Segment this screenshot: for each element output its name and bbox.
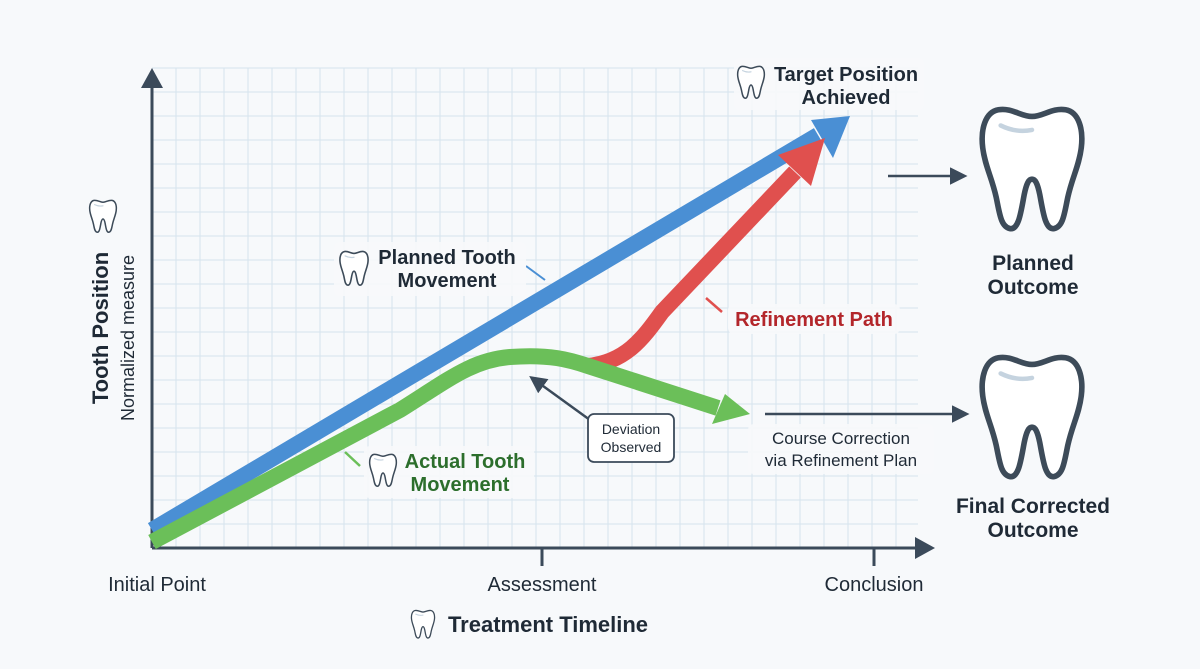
target-label-line-2: Achieved <box>802 87 891 109</box>
correction-label-bg <box>748 424 934 474</box>
tooth-icon <box>410 609 436 639</box>
actual-leader-line <box>344 451 361 467</box>
final-outcome-tooth-icon <box>982 357 1082 476</box>
x-tick-initial-point: Initial Point <box>108 574 206 596</box>
target-label-bg <box>734 58 924 110</box>
y-axis-subtitle: Normalized measure <box>118 255 138 421</box>
final-outcome-line-1: Final Corrected <box>956 495 1110 518</box>
refinement-leader-line <box>705 297 723 313</box>
actual-label-line-2: Movement <box>411 474 510 496</box>
planned-leader-line <box>525 265 546 281</box>
correction-label-line-2: via Refinement Plan <box>765 451 917 470</box>
target-label-line-1: Target Position <box>774 64 918 86</box>
x-axis-title: Treatment Timeline <box>448 612 648 637</box>
refinement-label: Refinement Path <box>735 309 893 331</box>
deviation-text-1: Deviation <box>602 421 660 437</box>
x-axis <box>152 537 935 566</box>
final-outcome-line-2: Outcome <box>987 519 1078 542</box>
tooth-icon <box>88 199 118 234</box>
deviation-pointer-arrow <box>529 375 591 422</box>
y-axis-title: Tooth Position <box>88 252 113 404</box>
x-tick-assessment: Assessment <box>488 574 597 596</box>
actual-path <box>148 348 750 550</box>
actual-label-bg <box>364 446 534 498</box>
actual-label-line-1: Actual Tooth <box>405 451 526 473</box>
refinement-label-bg <box>728 304 900 334</box>
planned-outcome-line-1: Planned <box>992 252 1074 275</box>
y-axis <box>141 68 163 548</box>
deviation-text-2: Observed <box>601 439 662 455</box>
planned-label-line-2: Movement <box>398 270 497 292</box>
planned-label-line-1: Planned Tooth <box>378 247 515 269</box>
planned-path <box>147 116 850 537</box>
x-tick-conclusion: Conclusion <box>825 574 924 596</box>
planned-label-bg <box>334 242 526 296</box>
planned-outcome-line-2: Outcome <box>987 276 1078 299</box>
deviation-box <box>587 413 675 463</box>
correction-label-line-1: Course Correction <box>772 429 910 448</box>
planned-outcome-tooth-icon <box>982 109 1082 228</box>
